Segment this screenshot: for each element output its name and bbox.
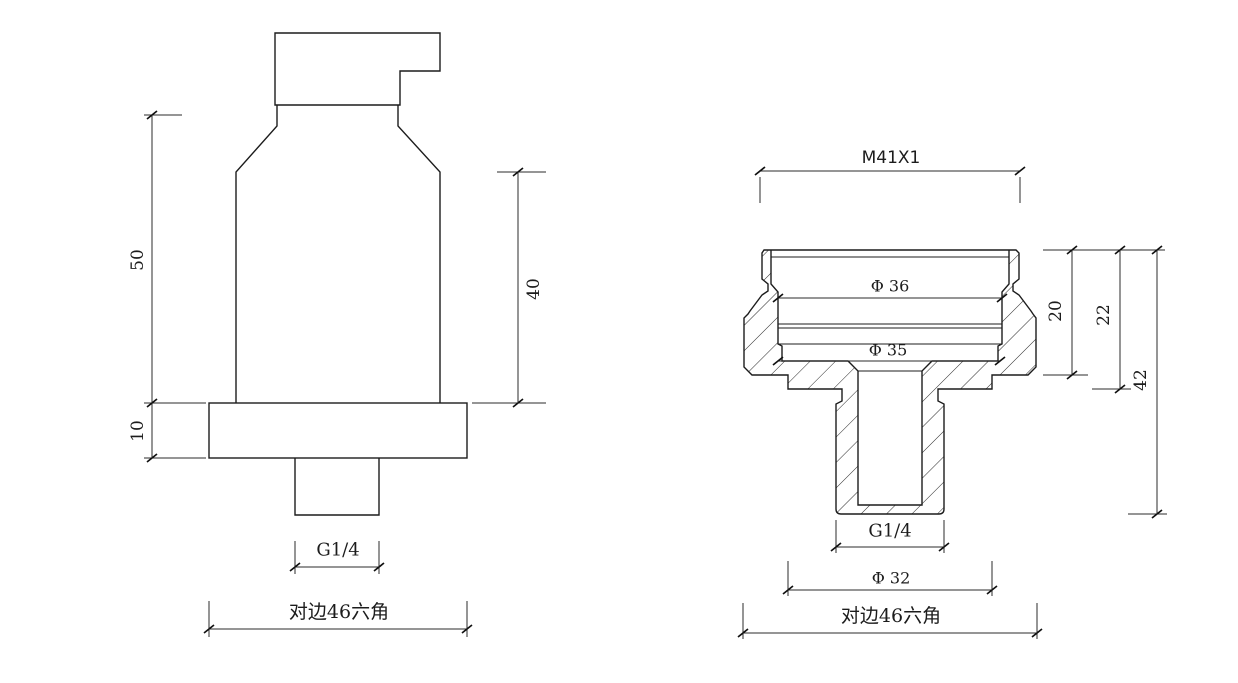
dim-10-label: 10 [128,420,148,442]
right-view-section: M41X1 Φ 36 Φ 35 20 22 [737,148,1167,639]
dim-20-label: 20 [1046,300,1066,322]
thread-g14-right-label: G1/4 [868,521,911,542]
dim-thread-m41: M41X1 [754,148,1026,203]
dim-thread-g14-left: G1/4 [289,540,385,574]
dim-dia32: Φ 32 [782,561,998,596]
hex46-right-label: 对边46六角 [841,605,941,627]
thread-m41-label: M41X1 [862,148,921,168]
hex-flange-outline [208,402,468,459]
dim-height-40: 40 [472,167,546,408]
dim-40-label: 40 [524,278,544,300]
dim-hex46-left: 对边46六角 [203,601,473,637]
hex46-left-label: 对边46六角 [289,601,389,623]
dim-thread-g14-right: G1/4 [830,520,950,553]
dim-dia36: Φ 36 [772,277,1008,303]
section-interior-edges [771,256,1009,372]
dim-height-22: 22 [1092,245,1131,394]
dia36-label: Φ 36 [871,277,910,296]
dia32-label: Φ 32 [872,569,911,588]
dim-hex46-right: 对边46六角 [737,603,1043,639]
stub-outline [294,458,380,516]
connector-outline [274,32,441,106]
dim-height-50-10: 50 10 [128,110,206,463]
dim-dia35: Φ 35 [772,341,1006,366]
dim-height-20: 20 [1043,245,1165,380]
dim-height-42: 42 [1128,245,1167,519]
dim-50-label: 50 [128,249,148,271]
body-outline [235,105,441,403]
left-view-elevation: 50 10 40 G1/4 对边46六角 [128,32,546,637]
dim-42-label: 42 [1131,369,1151,391]
dia35-label: Φ 35 [869,341,908,360]
dim-22-label: 22 [1094,304,1114,326]
thread-g14-left-label: G1/4 [316,540,359,561]
